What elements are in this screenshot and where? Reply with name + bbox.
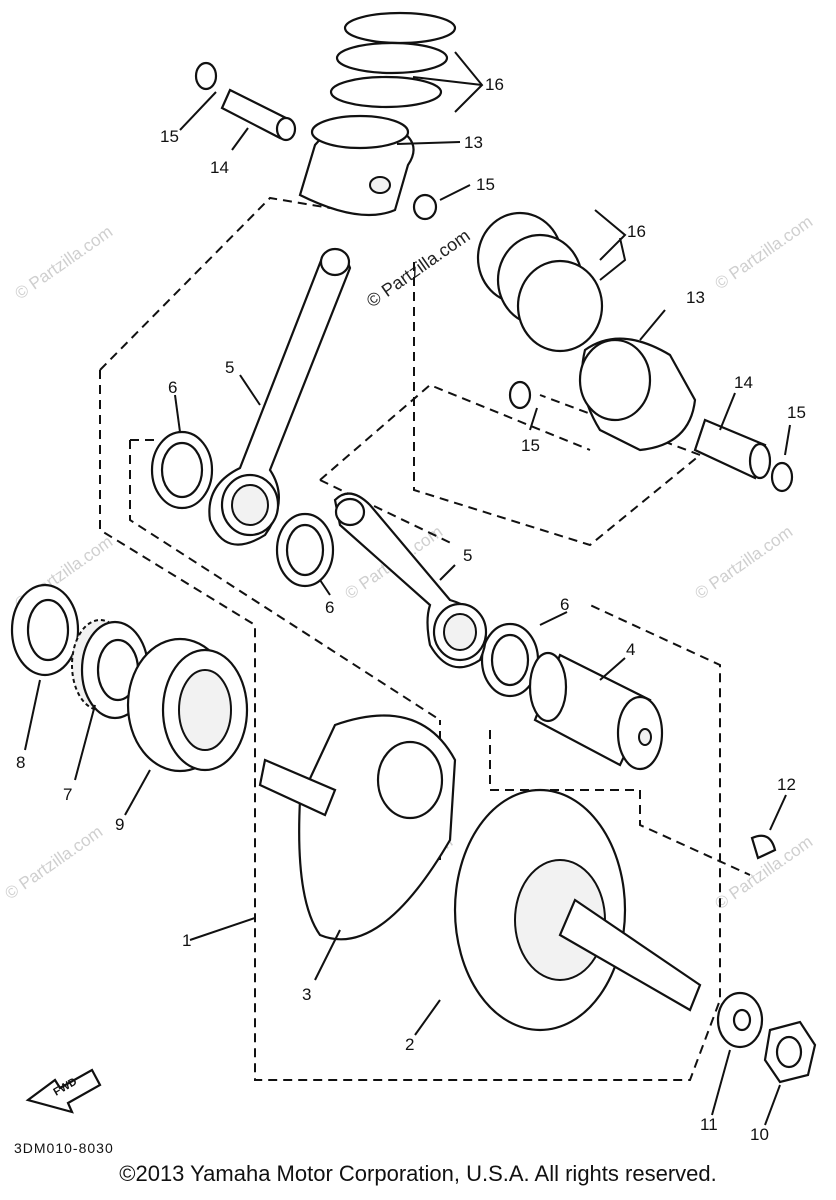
connecting-rod-left <box>208 247 352 546</box>
watermark-text: © Partzilla.com <box>11 222 116 303</box>
callout-13: 13 <box>686 288 705 307</box>
callout-16: 16 <box>485 75 504 94</box>
thrust-washer <box>150 430 214 510</box>
callout-7: 7 <box>63 785 72 804</box>
callout-6: 6 <box>168 378 177 397</box>
callout-13: 13 <box>464 133 483 152</box>
callout-15: 15 <box>787 403 806 422</box>
callout-15: 15 <box>521 436 540 455</box>
watermark-text: © Partzilla.com <box>711 212 816 293</box>
assembly-outline <box>99 196 721 1081</box>
callout-16: 16 <box>627 222 646 241</box>
callout-15: 15 <box>160 127 179 146</box>
assembly-outline <box>319 383 591 546</box>
callout-12: 12 <box>777 775 796 794</box>
crank-web-left <box>258 714 457 941</box>
crank-web-right <box>453 788 702 1032</box>
callout-1: 1 <box>182 931 191 950</box>
piston-upper <box>298 114 415 217</box>
callout-4: 4 <box>626 640 635 659</box>
callout-14: 14 <box>210 158 229 177</box>
fwd-arrow-icon: FWD <box>25 1068 102 1114</box>
copyright-notice: ©2013 Yamaha Motor Corporation, U.S.A. A… <box>119 1161 717 1186</box>
piston-clip-icon <box>412 193 438 221</box>
callout-5: 5 <box>463 546 472 565</box>
callout-14: 14 <box>734 373 753 392</box>
callout-6: 6 <box>325 598 334 617</box>
piston-lower <box>578 337 697 452</box>
piston-clip-icon <box>508 380 532 410</box>
callout-3: 3 <box>302 985 311 1004</box>
thrust-washer <box>275 512 335 588</box>
callout-lines <box>24 51 791 1126</box>
plain-washer <box>716 991 764 1049</box>
oil-seal <box>10 583 80 677</box>
callout-2: 2 <box>405 1035 414 1054</box>
piston-pin-lower <box>693 418 772 480</box>
assembly-outline <box>129 439 441 721</box>
watermark-text: © Partzilla.com <box>1 822 106 903</box>
piston-clip-icon <box>770 461 794 493</box>
diagram-code: 3DM010-8030 <box>14 1140 114 1156</box>
watermark-text: © Partzilla.com <box>363 225 474 311</box>
crank-pin <box>528 651 664 771</box>
piston-clip-icon <box>194 61 218 91</box>
callout-9: 9 <box>115 815 124 834</box>
callout-11: 11 <box>700 1115 718 1134</box>
connecting-rod-right <box>333 492 488 669</box>
piston-rings-lower <box>476 211 604 353</box>
piston-rings-upper <box>329 11 457 109</box>
callout-10: 10 <box>750 1125 769 1144</box>
main-bearing <box>126 637 249 773</box>
callout-8: 8 <box>16 753 25 772</box>
piston-pin-upper <box>220 88 297 142</box>
callout-labels: 16 13 15 14 15 16 13 14 15 15 5 6 6 5 6 … <box>16 75 806 1144</box>
lock-nut <box>763 1020 817 1084</box>
callout-15: 15 <box>476 175 495 194</box>
watermark-text: © Partzilla.com <box>691 522 796 603</box>
callout-6: 6 <box>560 595 569 614</box>
woodruff-key <box>750 834 777 860</box>
callout-5: 5 <box>225 358 234 377</box>
thrust-washer <box>480 622 540 698</box>
